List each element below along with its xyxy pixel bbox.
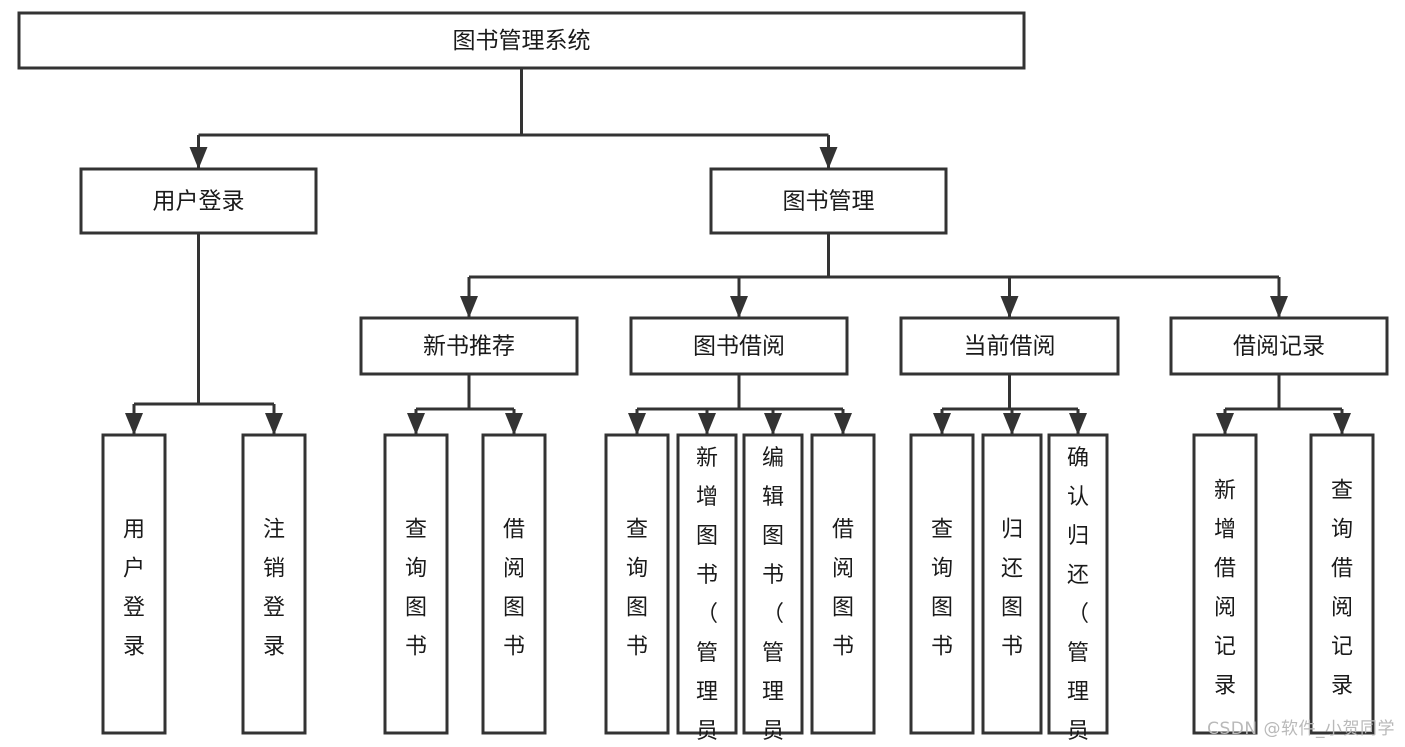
arrow-head-icon (628, 413, 646, 435)
node-root[interactable]: 图书管理系统 (17, 11, 1026, 70)
node-layer: 图书管理系统用户登录图书管理新书推荐图书借阅当前借阅借阅记录用户登录注销登录查询… (17, 11, 1389, 747)
node-label-leaf-add-book: 新增图书（管理员） (696, 446, 718, 747)
node-leaf-query-borrow-record[interactable]: 查询借阅记录 (1309, 433, 1375, 735)
node-label-book-manage: 图书管理 (783, 189, 875, 215)
node-label-leaf-borrow-book: 借阅图书 (832, 517, 854, 659)
node-leaf-borrow-book[interactable]: 借阅图书 (810, 433, 876, 735)
node-leaf-query-book-borrow[interactable]: 查询图书 (604, 433, 670, 735)
node-box-leaf-return-book (981, 433, 1043, 735)
arrow-head-icon (505, 413, 523, 435)
node-book-borrow[interactable]: 图书借阅 (629, 316, 849, 376)
node-box-leaf-query-book-borrow (604, 433, 670, 735)
node-leaf-add-book[interactable]: 新增图书（管理员） (676, 433, 738, 747)
connector-layer (125, 68, 1351, 435)
node-label-leaf-user-login: 用户登录 (123, 517, 145, 659)
node-label-leaf-borrow-book-rec: 借阅图书 (503, 517, 525, 659)
node-label-user-login: 用户登录 (153, 189, 245, 215)
arrow-head-icon (698, 413, 716, 435)
node-label-leaf-return-book: 归还图书 (1001, 517, 1023, 659)
node-leaf-user-login[interactable]: 用户登录 (101, 433, 167, 735)
arrow-head-icon (1270, 296, 1288, 318)
node-leaf-edit-book[interactable]: 编辑图书（管理员） (742, 433, 804, 747)
node-label-leaf-query-book-cur: 查询图书 (931, 517, 953, 659)
node-box-leaf-add-book (676, 433, 738, 735)
node-box-leaf-query-book-rec (383, 433, 449, 735)
arrow-head-icon (407, 413, 425, 435)
node-label-new-book-rec: 新书推荐 (423, 334, 515, 360)
node-label-leaf-confirm-return: 确认归还（管理员） (1067, 446, 1089, 747)
node-box-leaf-add-borrow-record (1192, 433, 1258, 735)
arrow-head-icon (189, 147, 208, 169)
node-current-borrow[interactable]: 当前借阅 (899, 316, 1120, 376)
node-box-leaf-query-book-cur (909, 433, 975, 735)
node-book-manage[interactable]: 图书管理 (709, 167, 948, 235)
arrow-head-icon (764, 413, 782, 435)
arrow-head-icon (1333, 413, 1351, 435)
node-label-leaf-query-book-rec: 查询图书 (405, 517, 427, 659)
node-label-leaf-user-logout: 注销登录 (263, 517, 285, 659)
node-label-leaf-query-book-borrow: 查询图书 (626, 517, 648, 659)
node-leaf-query-book-rec[interactable]: 查询图书 (383, 433, 449, 735)
csdn-watermark: CSDN @软件_小贺同学 (1207, 719, 1395, 739)
arrow-head-icon (265, 413, 283, 435)
node-leaf-return-book[interactable]: 归还图书 (981, 433, 1043, 735)
node-leaf-confirm-return[interactable]: 确认归还（管理员） (1047, 433, 1109, 747)
arrow-head-icon (933, 413, 951, 435)
node-box-leaf-confirm-return (1047, 433, 1109, 735)
node-label-current-borrow: 当前借阅 (964, 334, 1056, 360)
arrow-head-icon (1003, 413, 1021, 435)
node-leaf-query-book-cur[interactable]: 查询图书 (909, 433, 975, 735)
node-label-leaf-add-borrow-record: 新增借阅记录 (1214, 478, 1236, 698)
node-label-book-borrow: 图书借阅 (693, 334, 785, 360)
node-leaf-add-borrow-record[interactable]: 新增借阅记录 (1192, 433, 1258, 735)
node-leaf-borrow-book-rec[interactable]: 借阅图书 (481, 433, 547, 735)
node-box-root (17, 11, 1026, 70)
node-box-leaf-borrow-book (810, 433, 876, 735)
node-box-leaf-user-login (101, 433, 167, 735)
node-label-borrow-record: 借阅记录 (1233, 334, 1325, 360)
node-box-leaf-user-logout (241, 433, 307, 735)
node-box-book-manage (709, 167, 948, 235)
arrow-head-icon (834, 413, 852, 435)
node-box-leaf-borrow-book-rec (481, 433, 547, 735)
node-borrow-record[interactable]: 借阅记录 (1169, 316, 1389, 376)
node-box-leaf-query-borrow-record (1309, 433, 1375, 735)
node-new-book-rec[interactable]: 新书推荐 (359, 316, 579, 376)
node-user-login[interactable]: 用户登录 (79, 167, 318, 235)
arrow-head-icon (819, 147, 838, 169)
arrow-head-icon (730, 296, 748, 318)
node-box-borrow-record (1169, 316, 1389, 376)
node-label-leaf-query-borrow-record: 查询借阅记录 (1331, 478, 1353, 698)
arrow-head-icon (1000, 296, 1019, 318)
node-box-new-book-rec (359, 316, 579, 376)
arrow-head-icon (1216, 413, 1234, 435)
node-box-book-borrow (629, 316, 849, 376)
arrow-head-icon (125, 413, 143, 435)
arrow-head-icon (460, 296, 478, 318)
node-leaf-user-logout[interactable]: 注销登录 (241, 433, 307, 735)
node-box-user-login (79, 167, 318, 235)
node-box-current-borrow (899, 316, 1120, 376)
node-label-leaf-edit-book: 编辑图书（管理员） (762, 446, 784, 747)
arrow-head-icon (1069, 413, 1087, 435)
node-box-leaf-edit-book (742, 433, 804, 735)
node-label-root: 图书管理系统 (453, 28, 591, 54)
